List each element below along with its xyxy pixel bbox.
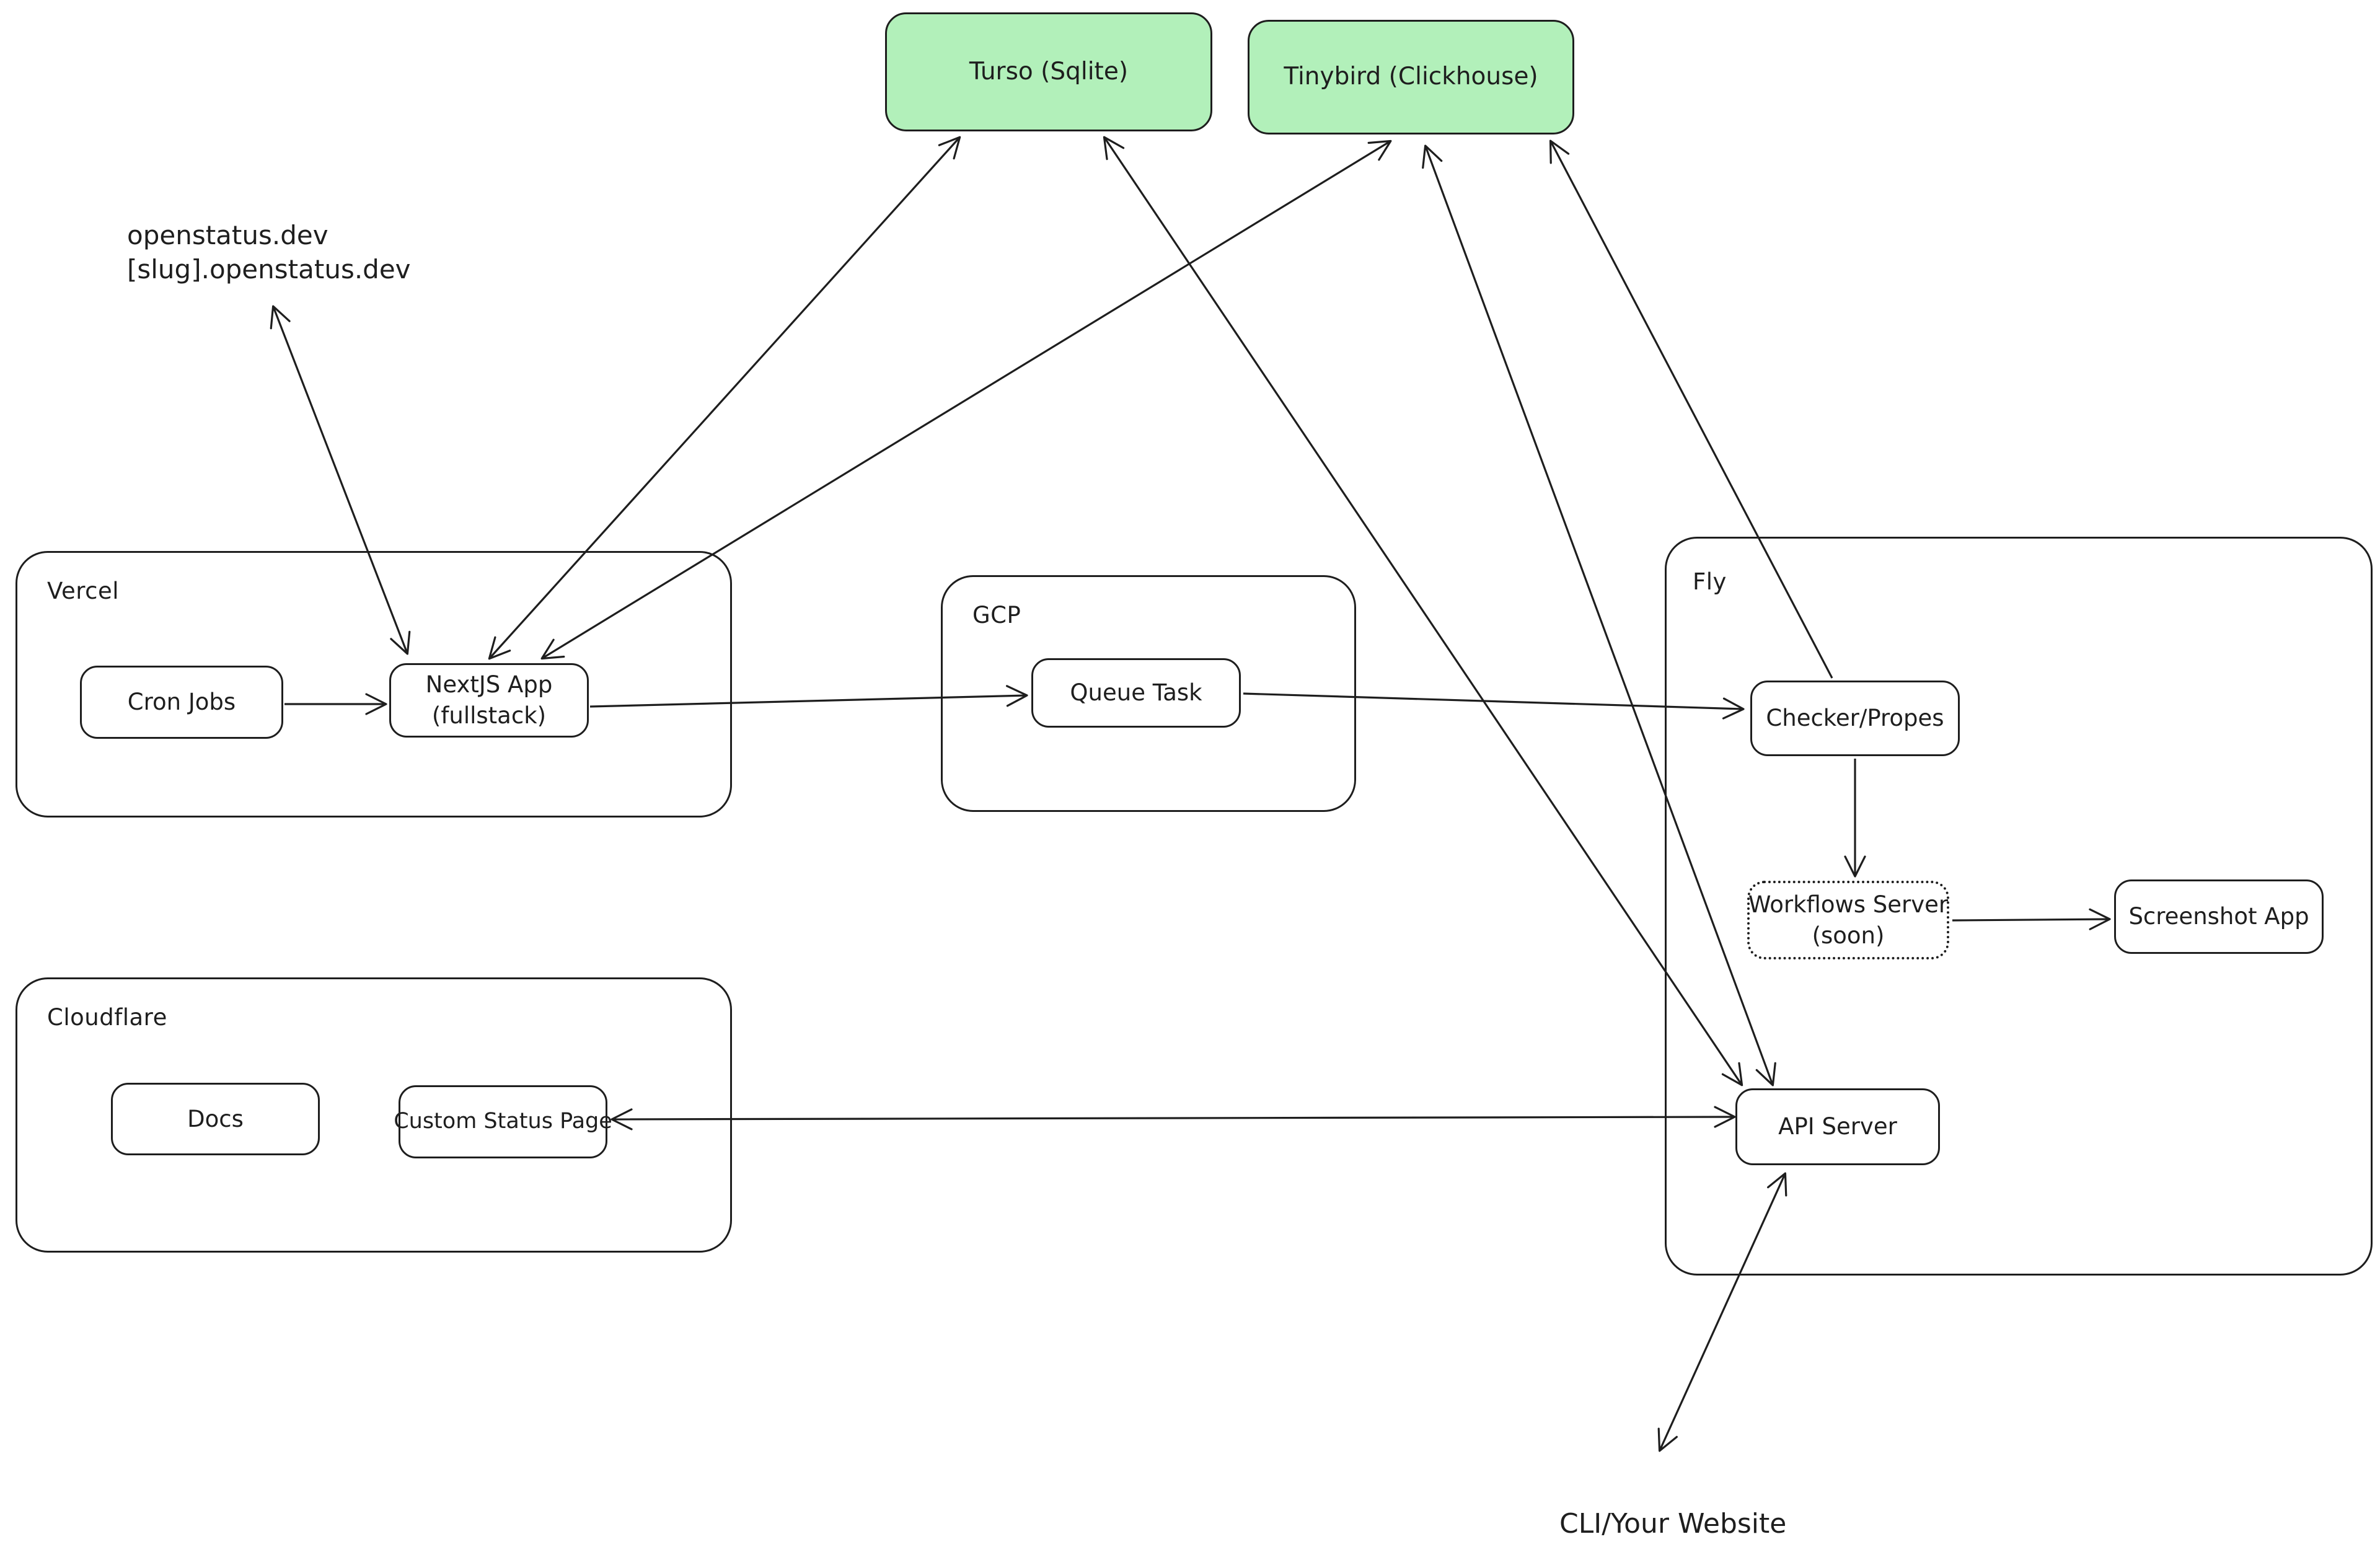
node-custom-status-page-label: Custom Status Page bbox=[394, 1109, 612, 1134]
cluster-cloudflare-label: Cloudflare bbox=[47, 1004, 167, 1031]
annotation-cli: CLI/Your Website bbox=[1559, 1506, 1786, 1542]
node-turso: Turso (Sqlite) bbox=[885, 12, 1212, 131]
node-nextjs-app-line1: NextJS App bbox=[425, 671, 553, 699]
edge-api-statuspage bbox=[610, 1106, 1736, 1130]
annotation-cli-label: CLI/Your Website bbox=[1559, 1508, 1787, 1540]
node-checker: Checker/Propes bbox=[1750, 681, 1960, 756]
node-api-server-label: API Server bbox=[1778, 1113, 1897, 1140]
node-screenshot-app: Screenshot App bbox=[2114, 879, 2324, 954]
node-tinybird-label: Tinybird (Clickhouse) bbox=[1284, 63, 1538, 91]
annotation-domains-line1: openstatus.dev bbox=[127, 220, 328, 250]
node-turso-label: Turso (Sqlite) bbox=[969, 57, 1129, 86]
annotation-domains-line2: [slug].openstatus.dev bbox=[127, 254, 411, 285]
cluster-fly-label: Fly bbox=[1693, 568, 1727, 595]
annotation-domains: openstatus.dev [slug].openstatus.dev bbox=[127, 218, 411, 287]
node-api-server: API Server bbox=[1735, 1088, 1940, 1165]
node-nextjs-app: NextJS App (fullstack) bbox=[389, 663, 589, 738]
cluster-gcp-label: GCP bbox=[972, 602, 1021, 628]
node-cron-jobs-label: Cron Jobs bbox=[127, 689, 236, 716]
node-tinybird: Tinybird (Clickhouse) bbox=[1248, 20, 1574, 134]
node-checker-label: Checker/Propes bbox=[1766, 705, 1944, 732]
node-workflows-server-line1: Workflows Server bbox=[1748, 891, 1949, 918]
node-workflows-server: Workflows Server (soon) bbox=[1747, 881, 1949, 959]
node-docs: Docs bbox=[111, 1083, 320, 1155]
node-custom-status-page: Custom Status Page bbox=[394, 1085, 612, 1158]
cluster-vercel-label: Vercel bbox=[47, 578, 119, 604]
node-queue-task-label: Queue Task bbox=[1070, 679, 1202, 707]
node-nextjs-app-line2: (fullstack) bbox=[431, 702, 547, 729]
node-docs-label: Docs bbox=[187, 1105, 244, 1132]
node-workflows-server-line2: (soon) bbox=[1812, 922, 1885, 949]
node-screenshot-app-label: Screenshot App bbox=[2128, 903, 2309, 930]
node-cron-jobs: Cron Jobs bbox=[80, 666, 283, 739]
node-queue-task: Queue Task bbox=[1031, 658, 1241, 728]
